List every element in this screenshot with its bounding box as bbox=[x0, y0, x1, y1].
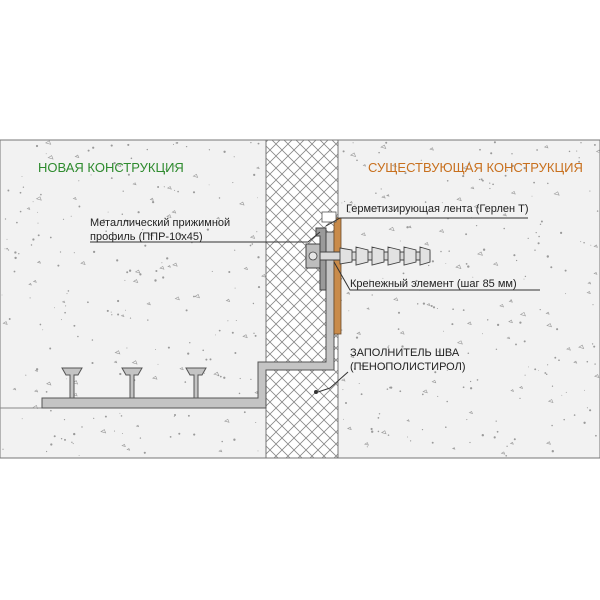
fastener-label: Крепежный элемент (шаг 85 мм) bbox=[350, 278, 517, 290]
new-construction-title: НОВАЯ КОНСТРУКЦИЯ bbox=[38, 160, 184, 175]
seal-cap bbox=[321, 211, 337, 223]
profile-label-line2: профиль (ППР-10х45) bbox=[90, 231, 203, 243]
anchor-rib-2 bbox=[121, 367, 143, 399]
sealing-tape-label: Герметизирующая лента (Герлен Т) bbox=[346, 203, 529, 215]
concrete-aggregate-texture bbox=[1, 140, 600, 457]
leader-filler bbox=[317, 371, 349, 393]
profile-label-line1: Металлический прижимной bbox=[90, 217, 230, 229]
leader-profile bbox=[90, 231, 321, 243]
leader-fastener bbox=[333, 261, 540, 291]
anchor-rib-1 bbox=[61, 367, 83, 399]
leader-sealing-tape bbox=[325, 217, 528, 227]
existing-construction-slab bbox=[337, 139, 600, 459]
filler-label-line1: ЗАПОЛНИТЕЛЬ ШВА bbox=[350, 347, 460, 359]
fastener-anchor bbox=[305, 243, 431, 269]
leader-dot-filler bbox=[314, 390, 318, 394]
filler-label-line2: (ПЕНОПОЛИСТИРОЛ) bbox=[350, 361, 465, 373]
leader-lines bbox=[90, 217, 540, 393]
existing-construction-title: СУЩЕСТВУЮЩАЯ КОНСТРУКЦИЯ bbox=[368, 160, 583, 175]
anchor-rib-3 bbox=[185, 367, 207, 399]
sealing-tape bbox=[333, 217, 342, 335]
new-construction-slab bbox=[0, 139, 267, 459]
